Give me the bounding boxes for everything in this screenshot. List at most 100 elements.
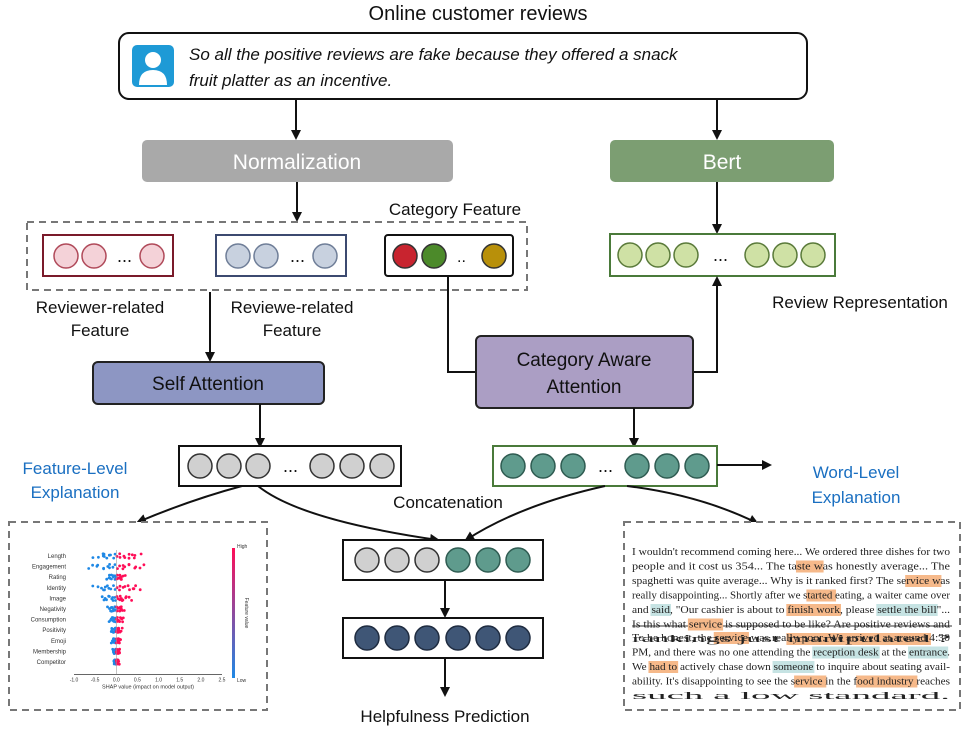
shap-point <box>106 605 109 609</box>
concat-node <box>445 547 471 573</box>
review-text-line-2: fruit platter as an incentive. <box>189 71 392 90</box>
ellipsis: ... <box>283 456 298 476</box>
normalization-label: Normalization <box>233 151 361 174</box>
output-node <box>384 625 410 651</box>
shap-point <box>102 555 106 558</box>
word-node <box>560 453 586 479</box>
concatenation-label: Concatenation <box>393 493 503 512</box>
shap-point <box>134 584 138 588</box>
word-node <box>530 453 556 479</box>
word-node <box>500 453 526 479</box>
review-input-box <box>118 32 808 100</box>
shap-point <box>122 609 126 612</box>
shap-low-label: Low <box>237 678 247 684</box>
feature-node <box>216 453 242 479</box>
shap-x-tick: 1.0 <box>155 678 162 684</box>
shap-point <box>139 552 143 556</box>
word-highlight <box>648 661 679 673</box>
shap-point <box>118 552 122 556</box>
shap-point <box>128 588 131 592</box>
bert-label: Bert <box>703 151 742 174</box>
shap-point <box>115 573 119 577</box>
shap-point <box>105 577 109 581</box>
shap-feature-label: Positivity <box>42 628 66 634</box>
shap-point <box>126 584 130 588</box>
shap-point <box>127 595 131 599</box>
representation-node <box>673 242 699 268</box>
shap-point <box>106 584 109 588</box>
shap-point <box>127 563 131 566</box>
shap-point <box>109 553 112 557</box>
review-representation-label: Review Representation <box>772 293 948 312</box>
word-highlight <box>650 604 671 616</box>
category-attention-box <box>475 335 694 409</box>
shap-point <box>109 587 113 591</box>
feature-node <box>245 453 271 479</box>
representation-node <box>772 242 798 268</box>
shap-point <box>120 607 123 611</box>
shap-x-tick: 2.5 <box>219 678 226 684</box>
category-attention-label-1: Category Aware <box>517 350 652 371</box>
connector-category-to-attention <box>447 276 476 373</box>
review-feature-label-2: Feature <box>263 321 322 340</box>
review-text-line: and said, "Our cashier is about to finis… <box>632 605 950 616</box>
shap-point <box>121 620 124 624</box>
shap-point <box>123 565 127 569</box>
shap-point <box>91 556 95 559</box>
word-highlight <box>772 661 815 673</box>
shap-point <box>123 574 127 577</box>
shap-point <box>116 616 119 619</box>
shap-feature-label: Length <box>48 554 66 560</box>
shap-point <box>100 595 104 599</box>
feature-node <box>187 453 213 479</box>
shap-point <box>102 552 106 556</box>
shap-point <box>116 567 119 570</box>
shap-point <box>110 616 114 619</box>
shap-feature-label: Consumption <box>31 618 66 624</box>
shap-point <box>105 598 108 602</box>
output-node <box>414 625 440 651</box>
concat-node <box>384 547 410 573</box>
shap-x-tick: 2.0 <box>197 678 204 684</box>
shap-point <box>103 585 107 589</box>
review-text-line: rankings just manipulated ? <box>632 634 951 645</box>
review-text-line: I wouldn't recommend coming here... We o… <box>632 547 950 558</box>
shap-point <box>142 563 146 567</box>
category-feature-label: Category Feature <box>389 200 521 219</box>
review-feature-node <box>225 243 251 269</box>
ellipsis: ... <box>598 456 613 476</box>
shap-point <box>130 553 134 557</box>
word-highlight <box>856 675 918 688</box>
shap-colorbar <box>232 548 235 678</box>
ellipsis: ... <box>713 245 728 265</box>
shap-feature-label: Competitor <box>37 660 66 666</box>
output-node <box>475 625 501 651</box>
output-node <box>445 625 471 651</box>
shap-point <box>102 598 106 602</box>
review-text-line: people and it cost us 354... The taste w… <box>632 562 950 573</box>
word-highlight <box>713 632 749 644</box>
shap-point <box>105 556 109 560</box>
feature-explanation-label-2: Explanation <box>31 483 120 502</box>
shap-summary-plot: LengthEngagementRatingIdentityImageNegat… <box>31 544 249 691</box>
review-text-line: ability. It's disappointing to see the s… <box>632 677 950 688</box>
shap-feature-label: Identity <box>47 586 66 592</box>
shap-point <box>96 585 100 589</box>
word-highlight <box>876 604 938 616</box>
category-feature-node <box>481 243 507 269</box>
shap-point <box>130 599 134 602</box>
shap-point <box>121 616 125 620</box>
bert-box <box>610 140 834 182</box>
shap-point <box>122 554 126 558</box>
prediction-label: Helpfulness Prediction <box>360 707 529 726</box>
review-feature-node <box>253 243 279 269</box>
output-node <box>354 625 380 651</box>
concat-node <box>505 547 531 573</box>
word-node <box>654 453 680 479</box>
shap-point <box>112 584 115 587</box>
highlighted-review-text: I wouldn't recommend coming here... We o… <box>632 547 951 702</box>
review-text-line: spaghetti was quite average... Why is it… <box>632 576 950 587</box>
shap-x-tick: 1.5 <box>176 678 183 684</box>
self-attention-label: Self Attention <box>152 374 264 395</box>
shap-point <box>111 596 114 599</box>
